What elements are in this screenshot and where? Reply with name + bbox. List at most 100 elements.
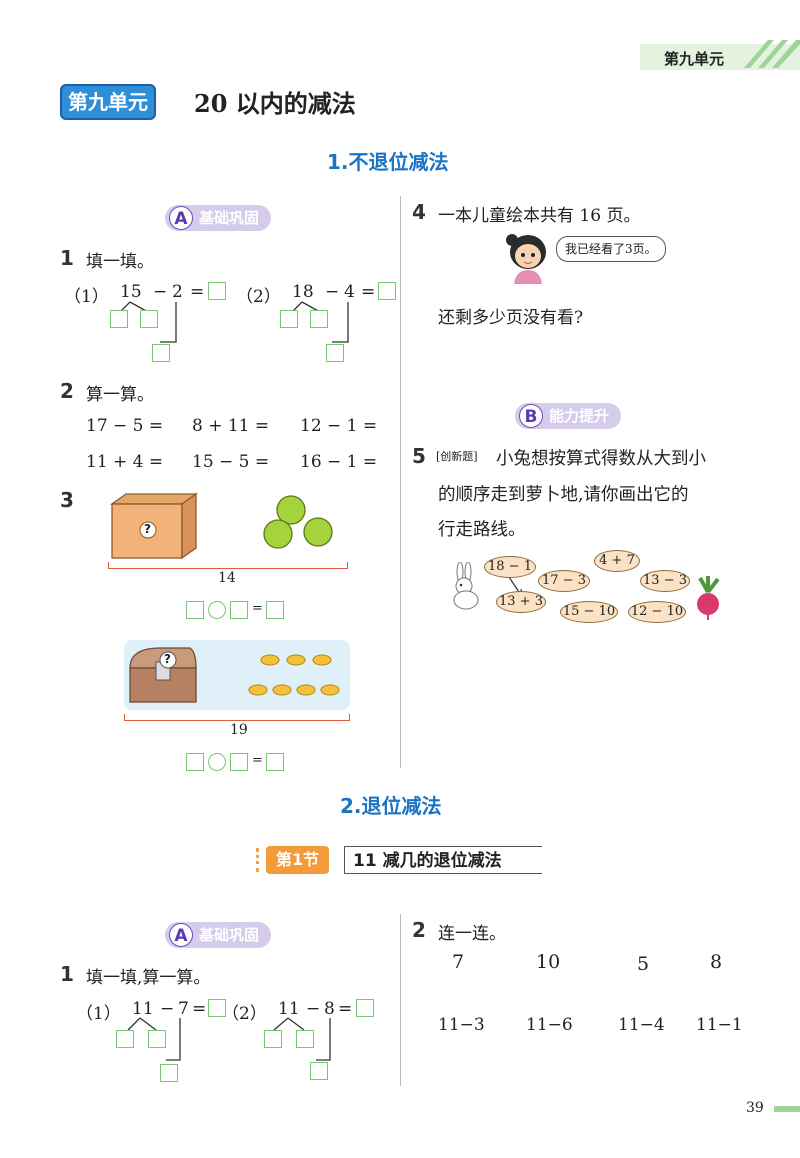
q1-p2-eq: = — [361, 282, 376, 302]
s2-q2-top-1[interactable]: 7 — [452, 951, 465, 973]
q1-p1-answer-box[interactable] — [208, 282, 226, 300]
q1-p2-result-box[interactable] — [326, 344, 344, 362]
lesson-tag-left-mark — [256, 848, 269, 872]
q1-p1-label: （1） — [64, 287, 109, 307]
s2-q1-p2-op: − — [306, 999, 321, 1019]
q2-number: 2 — [60, 379, 74, 403]
q5-egg-4[interactable]: 13 − 3 — [640, 570, 690, 592]
s2-q2-top-2[interactable]: 10 — [536, 951, 561, 973]
girl-illustration — [506, 234, 546, 284]
q2-item-5: 15 − 5 = — [192, 452, 270, 472]
q2-item-2: 8 + 11 = — [192, 416, 270, 436]
s2-q1-p2-split-box-2[interactable] — [296, 1030, 314, 1048]
s2-q1-p1-result-box[interactable] — [160, 1064, 178, 1082]
s2-q1-p2-answer-box[interactable] — [356, 999, 374, 1017]
lesson-title: 11 减几的退位减法 — [344, 846, 542, 874]
q5-text-line1: 小兔想按算式得数从大到小 — [496, 449, 706, 469]
s2-q2-bottom-4[interactable]: 11−1 — [696, 1015, 743, 1035]
q1-number: 1 — [60, 246, 74, 270]
level-b-label: 能力提升 — [549, 407, 610, 425]
q3-eq2-equals: = — [252, 753, 263, 768]
q5-text-line3: 行走路线。 — [438, 520, 526, 540]
s2-q2-top-3[interactable]: 5 — [637, 953, 650, 975]
s2-q1-p1-split-box-2[interactable] — [148, 1030, 166, 1048]
s2-q1-p1-b: 7 — [178, 999, 189, 1019]
section2-title: 2.退位减法 — [340, 794, 442, 818]
q3-eq1-result-box[interactable] — [266, 601, 284, 619]
q1-p1-b: 2 — [172, 282, 183, 302]
s2-q2-bottom-3[interactable]: 11−4 — [618, 1015, 665, 1035]
lesson-tag: 第1节 — [266, 846, 330, 874]
q1-p1-split-box-1[interactable] — [110, 310, 128, 328]
s2-q1-p2-split-box-1[interactable] — [264, 1030, 282, 1048]
q5-egg-3[interactable]: 17 − 3 — [538, 570, 590, 592]
q3-eq2-operator-circle[interactable] — [208, 753, 226, 771]
q3-eq2-box-2[interactable] — [230, 753, 248, 771]
s2-q1-p2-split-lines — [273, 1017, 331, 1061]
q1-p1-result-box[interactable] — [152, 344, 170, 362]
s2-q1-p1-split-box-1[interactable] — [116, 1030, 134, 1048]
level-a-label-2: 基础巩固 — [199, 926, 260, 944]
q3-eq1-box-2[interactable] — [230, 601, 248, 619]
page-number: 39 — [746, 1100, 764, 1116]
q3-eq1-box-1[interactable] — [186, 601, 204, 619]
column-divider — [400, 196, 401, 768]
q3-eq2-result-box[interactable] — [266, 753, 284, 771]
q2-item-6: 16 − 1 = — [300, 452, 378, 472]
q1-p1-op: − — [153, 282, 168, 302]
q2-text: 算一算。 — [86, 385, 154, 405]
q5-egg-6[interactable]: 15 − 10 — [560, 601, 618, 623]
footer-bar — [774, 1106, 800, 1112]
unit-tag: 第九单元 — [60, 84, 156, 120]
s2-q1-p1-answer-box[interactable] — [208, 999, 226, 1017]
rabbit-illustration — [453, 562, 479, 610]
q5-egg-2[interactable]: 4 + 7 — [594, 550, 640, 572]
q3-chest-question-mark: ? — [164, 652, 171, 666]
s2-q2-bottom-1[interactable]: 11−3 — [438, 1015, 485, 1035]
s2-q1-text: 填一填,算一算。 — [86, 968, 211, 988]
level-b-pill: B 能力提升 — [515, 403, 622, 429]
s2-q1-p2-eq: = — [338, 999, 353, 1019]
q1-p2-split-box-1[interactable] — [280, 310, 298, 328]
q5-egg-1[interactable]: 18 − 1 — [484, 556, 536, 578]
s2-q2-number: 2 — [412, 918, 426, 942]
level-a-pill: A 基础巩固 — [165, 205, 272, 231]
s2-q1-p1-label: （1） — [76, 1004, 121, 1024]
s2-q1-p1-a: 11 — [132, 999, 154, 1019]
header-stripes — [738, 36, 800, 74]
q5-number: 5 — [412, 444, 426, 468]
s2-q1-p2-a: 11 — [278, 999, 300, 1019]
q4-speech-text: 我已经看了3页。 — [565, 242, 657, 256]
q3-eq1-equals: = — [252, 601, 263, 616]
q3-eq1-operator-circle[interactable] — [208, 601, 226, 619]
box-with-balls-illustration — [109, 492, 333, 560]
q1-p2-a: 18 — [292, 282, 314, 302]
q5-tag: [创新题] — [436, 450, 478, 463]
level-a-pill-2: A 基础巩固 — [165, 922, 272, 948]
q5-egg-7[interactable]: 12 − 10 — [628, 601, 686, 623]
column-divider-2 — [400, 914, 401, 1086]
s2-q2-top-4[interactable]: 8 — [710, 951, 723, 973]
s2-q2-bottom-2[interactable]: 11−6 — [526, 1015, 573, 1035]
q3-eq2-box-1[interactable] — [186, 753, 204, 771]
q1-p1-split-box-2[interactable] — [140, 310, 158, 328]
treasure-chest-illustration — [124, 640, 350, 710]
level-a-label: 基础巩固 — [199, 209, 260, 227]
s2-q2-text: 连一连。 — [438, 924, 506, 944]
radish-illustration — [697, 576, 720, 620]
q1-p2-split-box-2[interactable] — [310, 310, 328, 328]
q4-text: 一本儿童绘本共有 16 页。 — [438, 206, 641, 226]
q1-p1-eq: = — [190, 282, 205, 302]
q5-egg-5[interactable]: 13 + 3 — [496, 591, 546, 613]
q1-p2-op: − — [325, 282, 340, 302]
section1-title: 1.不退位减法 — [327, 150, 449, 174]
level-b-letter: B — [519, 404, 543, 428]
q1-p1-a: 15 — [120, 282, 142, 302]
q5-text-line2: 的顺序走到萝卜地,请你画出它的 — [438, 485, 689, 505]
q2-item-3: 12 − 1 = — [300, 416, 378, 436]
q3-bracket-2 — [124, 714, 350, 721]
q1-p2-answer-box[interactable] — [378, 282, 396, 300]
q4-number: 4 — [412, 200, 426, 224]
s2-q1-p2-label: （2） — [222, 1004, 267, 1024]
s2-q1-p2-result-box[interactable] — [310, 1062, 328, 1080]
